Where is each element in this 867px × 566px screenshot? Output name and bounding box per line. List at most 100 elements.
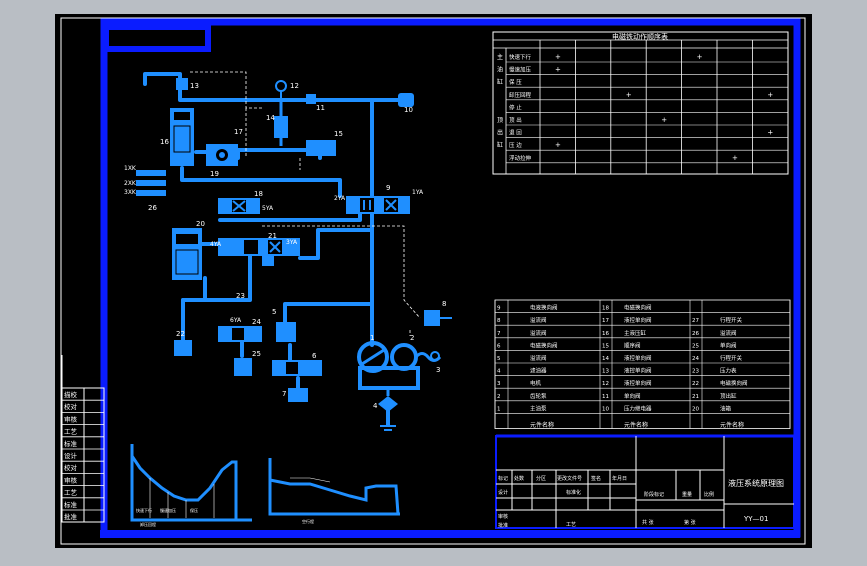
tb-label-sheet: 第 张 <box>684 519 696 526</box>
solenoid-1ya: 1YA <box>412 189 424 196</box>
label-11: 11 <box>316 104 325 112</box>
corner-mark <box>103 24 211 52</box>
solenoid-valve-22 <box>174 340 192 356</box>
parts-cell: 压力表 <box>720 367 737 375</box>
parts-cell: 液控单向阀 <box>624 354 652 362</box>
parts-cell: 压力继电器 <box>624 404 652 412</box>
tb-label-review: 审核 <box>498 513 508 520</box>
tb-label-std: 标准化 <box>566 489 581 496</box>
parts-cell: 2 <box>497 394 501 400</box>
relief-valve-5 <box>276 322 296 342</box>
action-row-label: 顶 出 <box>509 116 522 124</box>
parts-cell: 5 <box>497 356 501 362</box>
parts-header: 元件名称 <box>720 421 744 429</box>
label-2: 2 <box>410 334 414 342</box>
graph-2-label: 空行程 <box>302 518 314 524</box>
action-row-label: 停 止 <box>509 103 522 111</box>
action-table-title: 电磁铁动作顺序表 <box>612 32 668 41</box>
parts-cell: 6 <box>497 343 501 349</box>
label-5: 5 <box>272 308 276 316</box>
main-pump-1 <box>357 341 389 373</box>
parts-cell: 26 <box>692 331 699 337</box>
parts-cell: 23 <box>692 369 699 375</box>
parts-cell: 液控单向阀 <box>624 316 652 324</box>
parts-cell: 18 <box>602 306 609 312</box>
action-group-label: 顶 <box>497 117 503 124</box>
parts-cell: 15 <box>602 343 609 349</box>
action-group-label: 出 <box>497 129 503 137</box>
parts-cell: 电液换向阀 <box>530 304 558 312</box>
label-24: 24 <box>252 318 261 326</box>
parts-cell: 13 <box>602 369 609 375</box>
graph-2-axes <box>268 458 400 516</box>
action-group-label: 油 <box>497 66 503 74</box>
drawing-title: 液压系统原理图 <box>728 478 784 488</box>
cycle-graphs: 快速下行 慢速加压 保压 卸压回程 空行程 <box>130 444 400 527</box>
parts-cell: 1 <box>497 406 501 412</box>
signature-label: 工艺 <box>64 489 78 497</box>
parts-header: 元件名称 <box>624 421 648 429</box>
parts-cell: 27 <box>692 318 699 324</box>
parts-cell: 7 <box>497 331 501 337</box>
graph-1-axes <box>130 444 252 522</box>
graph-1-label-c: 保压 <box>190 507 198 513</box>
signature-label: 审核 <box>64 414 78 423</box>
outer-border <box>60 17 806 545</box>
parts-cell: 12 <box>602 381 609 387</box>
action-mark: + <box>732 154 738 162</box>
tb-label-approve: 批准 <box>498 522 508 529</box>
limit-switch-26a <box>136 170 166 176</box>
parts-cell: 溢流阀 <box>530 354 547 362</box>
parts-cell: 顶出缸 <box>720 392 737 400</box>
graph-1-label-b: 慢速加压 <box>160 507 176 513</box>
parts-cell: 22 <box>692 381 699 387</box>
label-22: 22 <box>176 330 185 338</box>
label-21: 21 <box>268 232 277 240</box>
label-14: 14 <box>266 114 275 122</box>
label-25: 25 <box>252 350 261 358</box>
tb-label-design: 设计 <box>498 489 508 496</box>
check-valve-13 <box>176 78 188 90</box>
label-13: 13 <box>190 82 199 90</box>
switch-3xk: 3XK <box>124 189 137 196</box>
sheet-background <box>55 14 812 548</box>
drawing-number: YY—01 <box>743 515 768 523</box>
parts-cell: 25 <box>692 343 699 349</box>
parts-cell: 电机 <box>530 379 542 387</box>
pipe-to-valve5 <box>283 302 374 330</box>
label-7: 7 <box>282 390 286 398</box>
filter-4 <box>378 396 398 412</box>
graph-1-label-d: 卸压回程 <box>140 521 156 527</box>
parts-cell: 9 <box>497 306 501 312</box>
action-row-label: 压 边 <box>509 141 522 149</box>
label-6: 6 <box>312 352 317 360</box>
signature-label: 标准 <box>64 500 78 509</box>
tb-label-weight: 重量 <box>682 491 692 498</box>
parts-cell: 液控单向阀 <box>624 379 652 387</box>
solenoid-2ya: 2YA <box>334 195 346 202</box>
parts-cell: 11 <box>602 394 609 400</box>
parts-cell: 油箱 <box>720 404 732 412</box>
tb-label-count: 处数 <box>514 475 524 482</box>
label-17: 17 <box>234 128 243 136</box>
tb-label-stage: 阶段标记 <box>644 491 664 498</box>
signature-label: 批准 <box>64 512 78 521</box>
tb-label-date: 年月日 <box>612 475 627 482</box>
check-valve-11 <box>306 94 316 104</box>
label-18: 18 <box>254 190 263 198</box>
component-numbers: 1 2 3 4 5 6 7 8 9 10 11 12 13 14 15 16 1… <box>148 82 446 410</box>
action-mark: + <box>555 141 561 149</box>
parts-cell: 电磁换向阀 <box>530 341 558 349</box>
tb-label-process: 工艺 <box>566 522 576 528</box>
action-mark: + <box>767 91 773 99</box>
limit-switch-26b <box>136 180 166 186</box>
solenoid-6ya: 6YA <box>230 317 242 324</box>
action-group-label: 缸 <box>497 78 503 86</box>
graph-1-label: 快速下行 <box>136 507 152 513</box>
action-group-label: 主 <box>497 53 503 61</box>
action-row-label: 退 回 <box>509 129 522 137</box>
solenoid-3ya: 3YA <box>286 239 298 246</box>
tb-label-zone: 分区 <box>536 475 546 482</box>
check-valve-25 <box>234 358 252 376</box>
